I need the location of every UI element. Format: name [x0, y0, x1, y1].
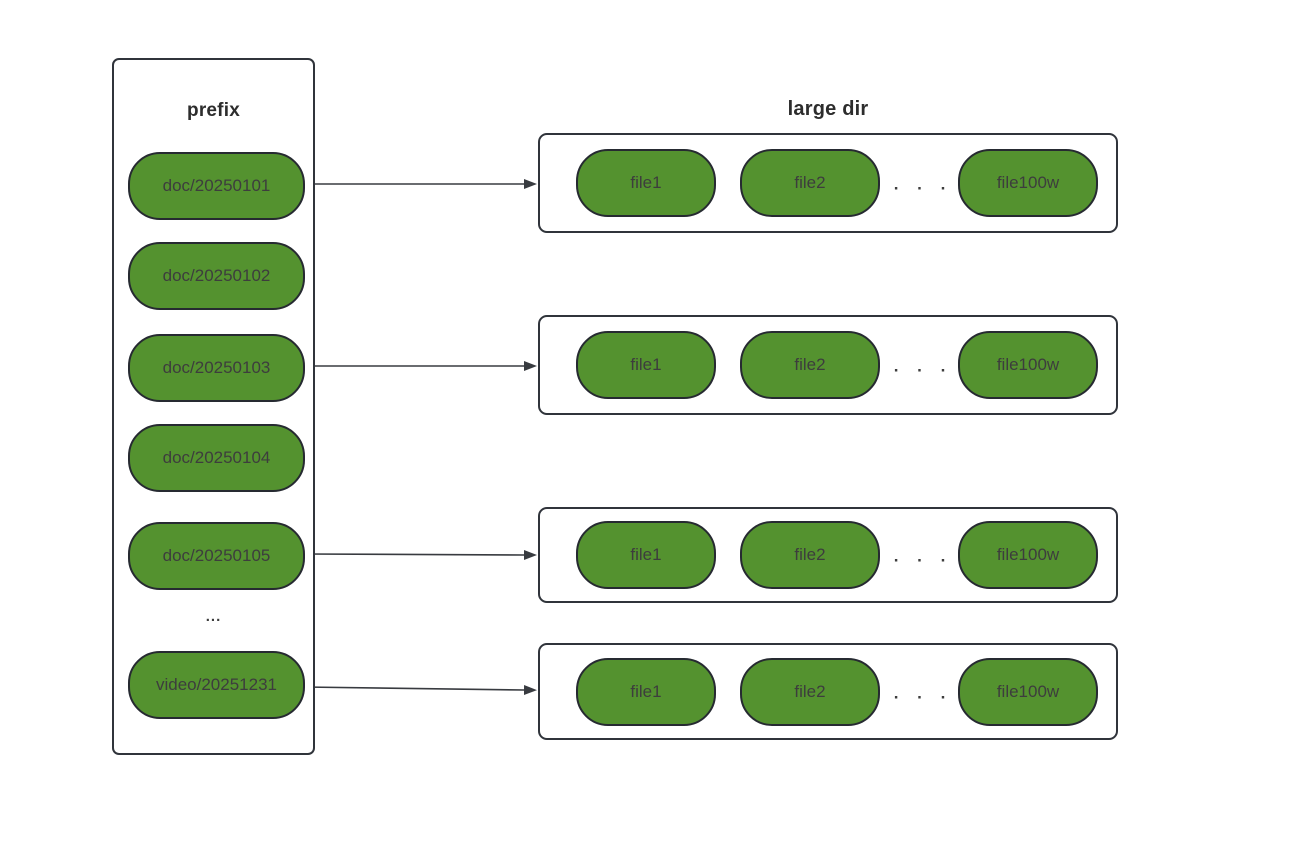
prefix-panel: prefix doc/20250101 doc/20250102 doc/202… [112, 58, 315, 755]
prefix-node-doc-20250104: doc/20250104 [128, 424, 305, 492]
arrow-video-to-row4 [302, 685, 537, 695]
file-node: file100w [958, 521, 1098, 589]
prefix-node-doc-20250105: doc/20250105 [128, 522, 305, 590]
prefix-node-doc-20250102: doc/20250102 [128, 242, 305, 310]
files-ellipsis: . . . [893, 356, 953, 376]
file-node: file100w [958, 331, 1098, 399]
file-node: file100w [958, 657, 1098, 726]
file-node: file2 [740, 657, 880, 726]
files-ellipsis: . . . [893, 683, 953, 703]
file-node: file2 [740, 149, 880, 217]
large-dir-row-4: file1 file2 . . . file100w [538, 643, 1118, 740]
files-ellipsis: . . . [893, 174, 953, 194]
prefix-node-doc-20250103: doc/20250103 [128, 334, 305, 402]
file-node: file100w [958, 149, 1098, 217]
files-ellipsis: . . . [893, 546, 953, 566]
file-node: file2 [740, 331, 880, 399]
prefix-node-video-20251231: video/20251231 [128, 651, 305, 719]
file-node: file2 [740, 521, 880, 589]
large-dir-row-3: file1 file2 . . . file100w [538, 507, 1118, 603]
large-dir-row-2: file1 file2 . . . file100w [538, 315, 1118, 415]
large-dir-title: large dir [787, 98, 869, 120]
file-node: file1 [576, 657, 716, 726]
prefix-node-doc-20250101: doc/20250101 [128, 152, 305, 220]
prefix-panel-title: prefix [187, 100, 240, 121]
file-node: file1 [576, 331, 716, 399]
large-dir-row-1: file1 file2 . . . file100w [538, 133, 1118, 233]
arrow-prefix5-to-row3 [302, 550, 537, 560]
file-node: file1 [576, 149, 716, 217]
file-node: file1 [576, 521, 716, 589]
prefix-more-ellipsis: ... [205, 608, 222, 625]
